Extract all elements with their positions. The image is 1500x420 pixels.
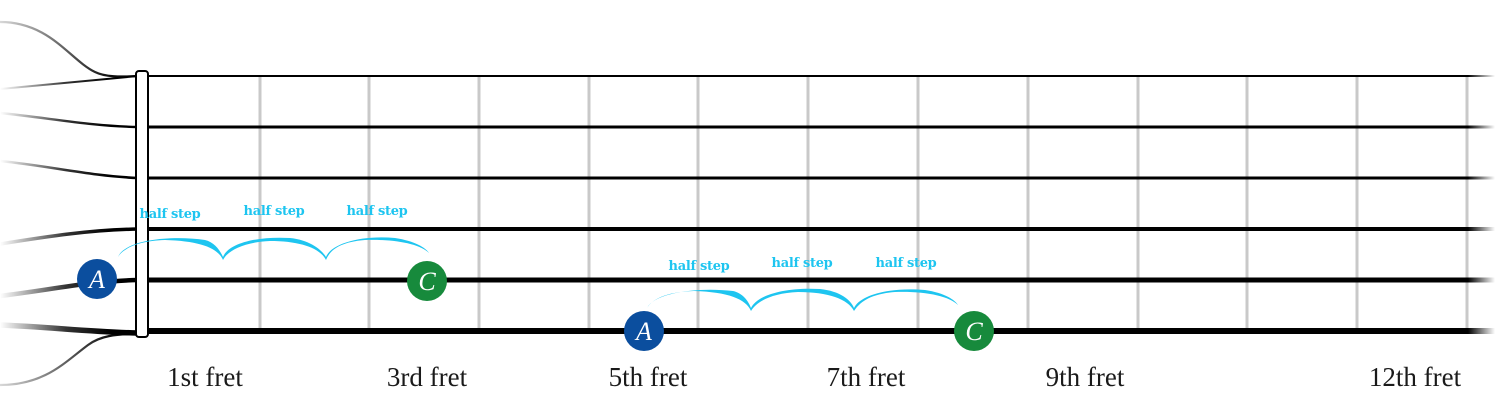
brace-group-1: [118, 237, 429, 260]
headstock-string-1: [0, 75, 139, 90]
fret-lines: [258, 76, 1469, 331]
string-6: [138, 328, 1468, 334]
half-step-label: half step: [875, 256, 937, 271]
strings: [138, 75, 1495, 334]
nut: [135, 70, 149, 338]
fret-label-1st: 1st fret: [167, 362, 243, 392]
headstock-string-6: [0, 322, 139, 336]
headstock-outline-top: [0, 20, 139, 78]
headstock-string-3: [0, 159, 139, 180]
note-letter: C: [418, 266, 436, 296]
half-step-label: half step: [346, 204, 408, 219]
note-letter: A: [636, 316, 652, 346]
string-3: [138, 176, 1468, 180]
fret-label-5th: 5th fret: [608, 362, 688, 392]
string-5: [138, 277, 1468, 283]
string-1: [138, 75, 1468, 77]
note-letter: A: [89, 264, 105, 294]
note-marker-a: A: [624, 311, 664, 351]
fret-label-9th: 9th fret: [1045, 362, 1125, 392]
half-step-label: half step: [139, 207, 201, 222]
fret-label-3rd: 3rd fret: [386, 362, 468, 392]
string-fade: [1468, 176, 1495, 180]
string-fade: [1468, 328, 1495, 334]
fret-label-12th: 12th fret: [1368, 362, 1462, 392]
headstock-string-2: [0, 111, 139, 129]
headstock-string-4: [0, 227, 139, 246]
half-step-label: half step: [243, 204, 305, 219]
string-fade: [1468, 277, 1495, 283]
string-fade: [1468, 125, 1495, 129]
headstock-outline-bottom: [0, 332, 139, 387]
string-4: [138, 227, 1468, 231]
string-fade: [1468, 227, 1495, 231]
note-letter: C: [965, 316, 983, 346]
half-step-label: half step: [668, 259, 730, 274]
headstock: [0, 20, 139, 387]
brace-group-2: [647, 288, 958, 311]
headstock-string-5: [0, 277, 139, 299]
note-marker-a: A: [77, 259, 117, 299]
note-marker-c: C: [407, 261, 447, 301]
fret-label-7th: 7th fret: [826, 362, 906, 392]
string-2: [138, 125, 1468, 129]
half-step-label: half step: [771, 256, 833, 271]
string-fade: [1468, 75, 1495, 77]
half-step-braces: [118, 237, 958, 311]
note-marker-c: C: [954, 311, 994, 351]
